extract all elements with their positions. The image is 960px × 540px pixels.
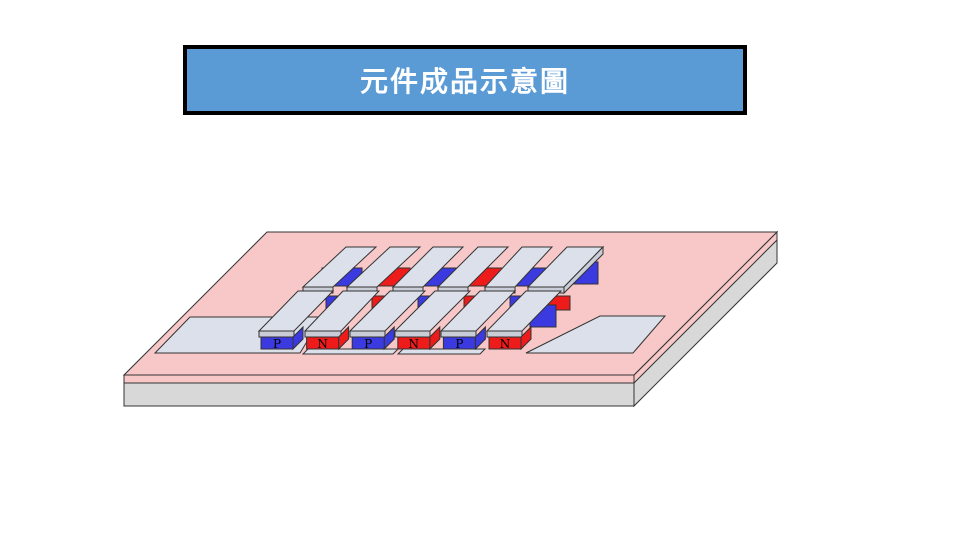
leg-front-face: [306, 336, 340, 350]
front-top-electrode: [348, 290, 427, 338]
leg-front-face: [488, 336, 522, 350]
leg-type-label: P: [364, 337, 372, 351]
leg-type-label: P: [273, 337, 281, 351]
leg-type-label: P: [455, 337, 463, 351]
leg-type-label: N: [409, 337, 420, 351]
front-leg-6: N: [488, 325, 532, 351]
title-text: 元件成品示意圖: [359, 65, 570, 98]
substrate-front-top-strip: [123, 374, 635, 384]
leg-type-label: N: [317, 337, 328, 351]
back-row: [301, 245, 605, 295]
front-top-electrode: [257, 290, 335, 338]
front-leg-3: P: [351, 325, 395, 351]
front-leg-5: P: [442, 325, 486, 351]
bottom-electrode: [396, 348, 487, 355]
leg-front-face: [442, 336, 476, 350]
leg-front-face: [397, 336, 431, 350]
front-leg-1: P: [260, 325, 304, 351]
leg-front-face: [260, 336, 294, 350]
front-top-electrode: [485, 290, 563, 338]
leg-type-label: N: [500, 337, 511, 351]
right-terminal-pad: [525, 315, 667, 354]
front-leg-4: N: [397, 325, 441, 351]
front-leg-2: N: [306, 325, 350, 351]
title-banner: 元件成品示意圖: [183, 45, 747, 115]
leg-front-face: [351, 336, 385, 350]
front-row: [257, 290, 563, 338]
